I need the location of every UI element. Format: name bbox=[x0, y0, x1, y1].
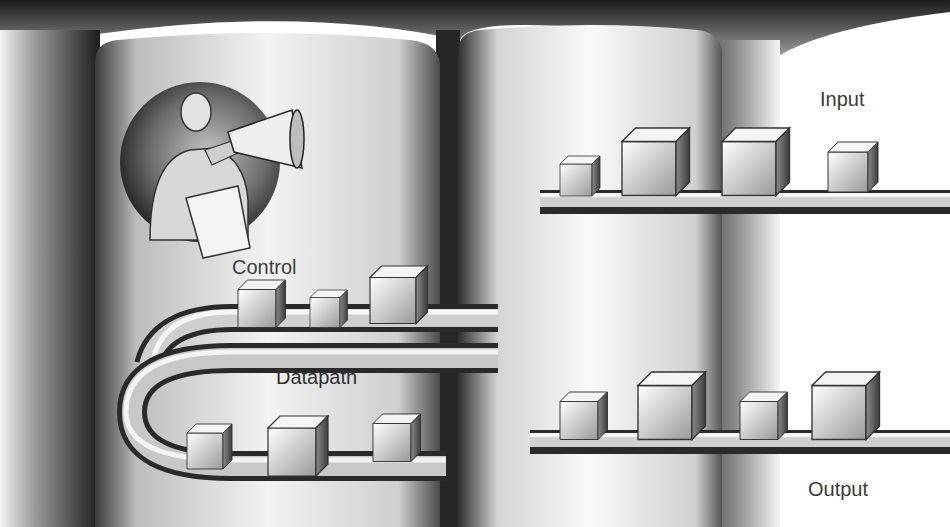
data-cube bbox=[310, 290, 348, 328]
data-cube bbox=[722, 128, 790, 196]
data-cube bbox=[812, 372, 880, 440]
data-cube bbox=[187, 424, 232, 469]
part-label: Datapath bbox=[276, 366, 357, 388]
data-cube bbox=[638, 372, 706, 440]
data-cube bbox=[370, 266, 428, 324]
input-cubes bbox=[560, 128, 878, 196]
data-cube bbox=[828, 142, 878, 192]
data-cube bbox=[238, 280, 286, 328]
megaphone-mouth bbox=[290, 110, 304, 168]
outer-left-wall bbox=[0, 30, 100, 527]
figure-head bbox=[181, 93, 211, 131]
data-cube bbox=[622, 128, 690, 196]
paper-sheet bbox=[186, 186, 250, 258]
datapath-cubes bbox=[187, 414, 421, 476]
output-cubes bbox=[560, 372, 880, 440]
data-cube bbox=[268, 416, 328, 476]
data-cube bbox=[560, 392, 608, 440]
controller-figure bbox=[150, 93, 304, 258]
data-cube bbox=[560, 156, 600, 196]
part-label: Control bbox=[232, 256, 296, 278]
part-label: Input bbox=[820, 88, 864, 110]
data-cube bbox=[373, 414, 421, 462]
data-cube bbox=[740, 392, 788, 440]
part-label: Output bbox=[808, 478, 868, 500]
